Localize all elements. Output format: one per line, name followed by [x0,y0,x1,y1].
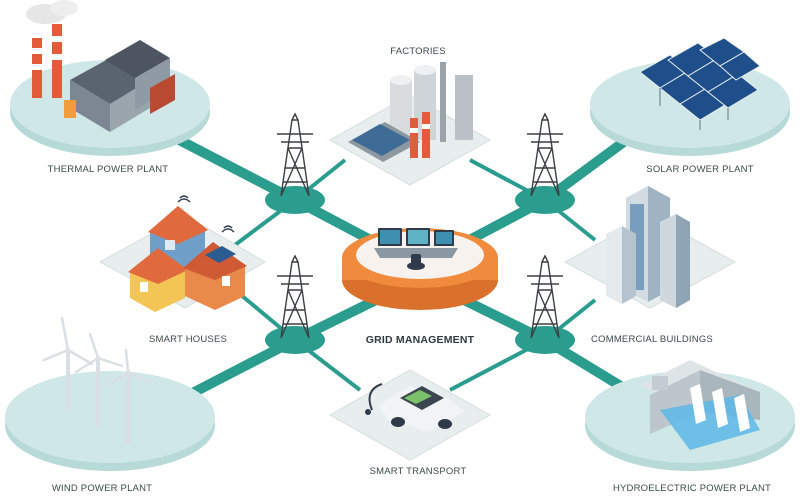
junction-sw [265,326,325,354]
label-smart-transport: SMART TRANSPORT [369,466,467,477]
thermal-power-plant-icon [26,0,175,132]
label-wind-power-plant: WIND POWER PLANT [51,483,153,494]
transmission-tower-icon [527,112,563,197]
junction-se [515,326,575,354]
control-room-icon [374,228,458,270]
platform-wind [5,371,215,471]
label-factories: FACTORIES [390,46,446,57]
junction-ne [515,186,575,214]
label-hydroelectric-power-plant: HYDROELECTRIC POWER PLANT [612,483,772,494]
grid-management-hub [342,228,498,310]
label-commercial-buildings: COMMERCIAL BUILDINGS [591,334,713,345]
label-solar-power-plant: SOLAR POWER PLANT [646,164,754,175]
solar-panel-icon [639,37,761,130]
junctions [265,186,575,354]
label-grid-management: GRID MANAGEMENT [365,334,475,346]
transmission-tower-icon [277,112,313,197]
towers [277,112,563,339]
label-thermal-power-plant: THERMAL POWER PLANT [47,164,169,175]
label-smart-houses: SMART HOUSES [148,334,228,345]
electric-car-icon [365,383,464,432]
hydro-dam-icon [640,360,760,450]
office-building-icon [606,186,690,308]
factory-icon [348,62,473,162]
smart-house-icon [128,195,247,312]
transmission-tower-icon [527,254,563,339]
junction-nw [265,186,325,214]
wind-turbine-icon [42,316,152,444]
transmission-tower-icon [277,254,313,339]
